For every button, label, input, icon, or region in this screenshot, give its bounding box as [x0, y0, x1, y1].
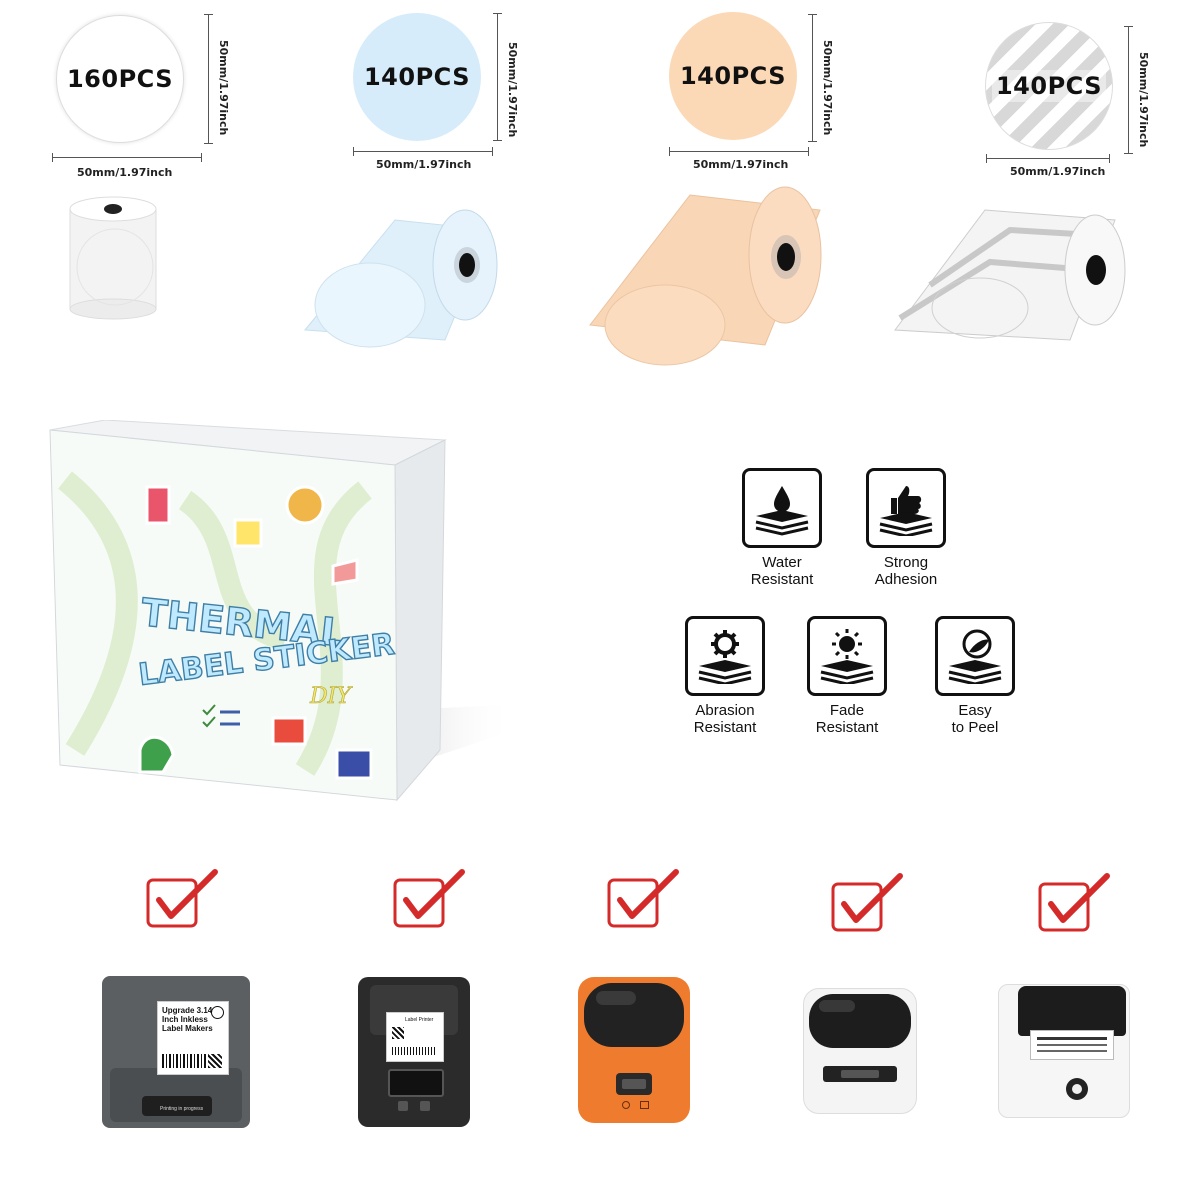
gear-icon [685, 616, 765, 696]
height-dimension-line [1124, 26, 1133, 154]
printer-black-white [998, 984, 1130, 1118]
printer-white [803, 988, 917, 1114]
product-box: THERMAL LABEL STICKER DIY [49, 420, 515, 802]
height-dimension-text: 50mm/1.97inch [217, 40, 230, 136]
checkmark-icon [831, 873, 903, 932]
printer-orange [578, 977, 690, 1123]
peel-icon [935, 616, 1015, 696]
thumbs-up-icon [866, 468, 946, 548]
width-dimension-text: 50mm/1.97inch [77, 166, 173, 179]
width-dimension-text: 50mm/1.97inch [1010, 165, 1106, 178]
label-roll-transparent [894, 209, 1126, 341]
checkmark-icon [607, 869, 679, 928]
printer-status-text: Printing in progress [160, 1106, 204, 1112]
printer-black: Label Printer [358, 977, 470, 1127]
label-count: 140PCS [679, 62, 787, 90]
label-count: 140PCS [991, 70, 1107, 102]
checkmark-icon [146, 869, 218, 928]
checkmark-icon [1038, 873, 1110, 932]
width-dimension-line [52, 153, 202, 162]
height-dimension-text: 50mm/1.97inch [506, 42, 519, 138]
label-circle-blue: 140PCS [353, 13, 481, 141]
label-circle-white: 160PCS [56, 15, 184, 143]
printed-label-text: Label Printer [405, 1017, 434, 1023]
printed-label [1030, 1030, 1114, 1060]
label-circle-transparent: 140PCS [985, 22, 1113, 150]
width-dimension-text: 50mm/1.97inch [376, 158, 472, 171]
height-dimension-line [204, 14, 213, 144]
label-roll-white [69, 196, 157, 320]
printed-label: Label Printer [386, 1012, 444, 1062]
printer-gray: Printing in progress Upgrade 3.14 Inch I… [102, 976, 250, 1128]
width-dimension-line [353, 147, 493, 156]
height-dimension-line [808, 14, 817, 142]
label-circle-peach: 140PCS [669, 12, 797, 140]
water-drop-icon [742, 468, 822, 548]
label-count: 140PCS [363, 63, 471, 91]
label-roll-blue [304, 209, 498, 348]
sun-icon [807, 616, 887, 696]
height-dimension-text: 50mm/1.97inch [1137, 52, 1150, 148]
label-count: 160PCS [66, 65, 174, 93]
label-roll-peach [589, 186, 822, 366]
height-dimension-text: 50mm/1.97inch [821, 40, 834, 136]
height-dimension-line [493, 13, 502, 141]
printed-label: Upgrade 3.14 Inch Inkless Label Makers [157, 1001, 229, 1075]
width-dimension-text: 50mm/1.97inch [693, 158, 789, 171]
width-dimension-line [986, 154, 1110, 163]
box-title-line3: DIY [309, 684, 353, 709]
width-dimension-line [669, 147, 809, 156]
checkmark-icon [393, 869, 465, 928]
printed-label-text: Upgrade 3.14 Inch Inkless Label Makers [162, 1006, 213, 1033]
